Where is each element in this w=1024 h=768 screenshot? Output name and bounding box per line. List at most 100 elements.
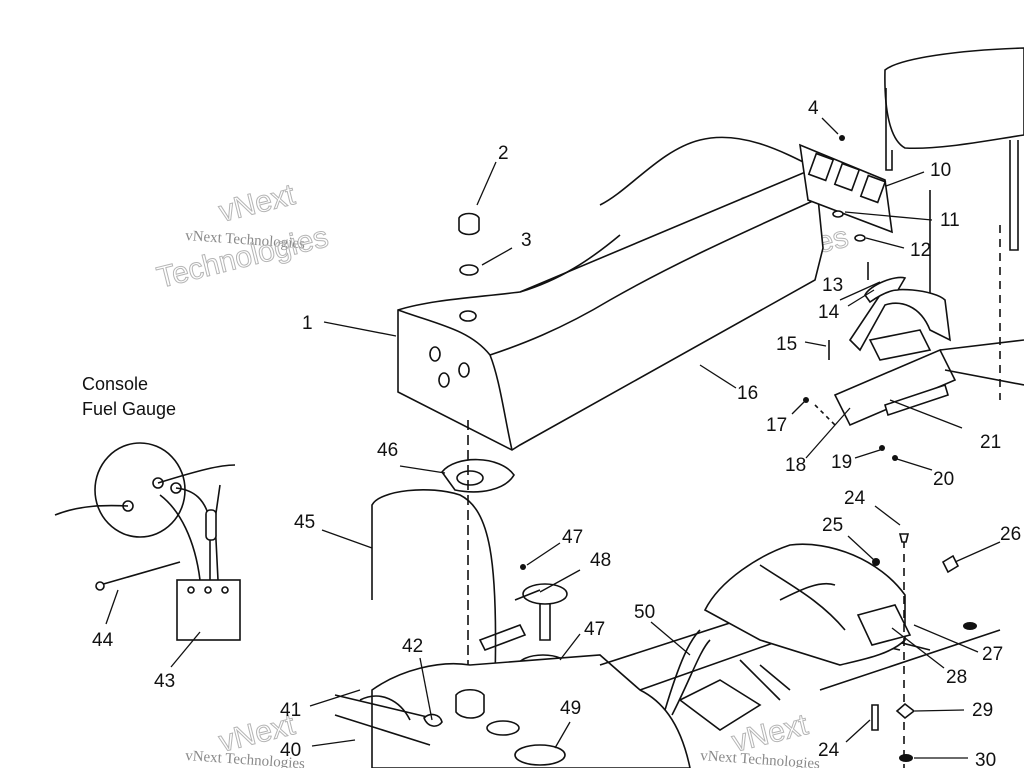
callout-24: 24 xyxy=(818,740,840,761)
frame-plate xyxy=(678,679,762,731)
wire-tie-end xyxy=(95,581,105,591)
callout-11: 11 xyxy=(940,210,960,231)
callout-21: 21 xyxy=(980,432,1001,453)
backrest xyxy=(884,47,1024,400)
callout-44: 44 xyxy=(92,630,114,651)
hidden-line xyxy=(814,404,836,426)
caption-line-2: Fuel Gauge xyxy=(82,399,176,419)
seat-top-ridge xyxy=(489,199,816,356)
seat-front-edge xyxy=(397,309,513,451)
seat-contour-2 xyxy=(519,234,621,293)
callout-43: 43 xyxy=(154,671,175,692)
connector xyxy=(205,509,217,541)
gauge-caption: Console Fuel Gauge xyxy=(82,374,176,419)
callout-46: 46 xyxy=(377,440,398,461)
cap-gasket xyxy=(459,264,479,276)
handle-cap xyxy=(864,276,907,304)
callout-17: 17 xyxy=(766,415,787,436)
plate-slot xyxy=(807,152,835,182)
rod xyxy=(759,664,791,691)
callout-48: 48 xyxy=(590,550,611,571)
callout-47: 47 xyxy=(584,619,605,640)
fuel-cap xyxy=(458,212,480,236)
nut xyxy=(892,455,898,461)
fuel-cap-parts xyxy=(458,212,480,276)
callout-42: 42 xyxy=(402,636,423,657)
handle-line xyxy=(939,339,1024,351)
seat-assembly xyxy=(397,136,824,451)
callout-15: 15 xyxy=(776,334,797,355)
sender-plate xyxy=(522,583,568,605)
callout-10: 10 xyxy=(930,160,951,181)
washer xyxy=(854,234,866,242)
nut xyxy=(803,397,809,403)
grab-handle xyxy=(833,276,1024,427)
seat-hole xyxy=(438,372,450,388)
nut xyxy=(879,445,885,451)
handle-base xyxy=(833,348,957,427)
pin xyxy=(204,586,212,594)
seat-contour xyxy=(599,136,816,206)
handle-loop xyxy=(848,288,951,352)
handle-strip xyxy=(884,383,949,417)
console-hood xyxy=(703,533,977,768)
mount-plate xyxy=(799,143,893,234)
callout-4: 4 xyxy=(808,98,819,119)
callout-49: 49 xyxy=(560,698,581,719)
callout-12: 12 xyxy=(910,240,931,261)
tank-strap xyxy=(334,714,431,746)
hood-contour xyxy=(759,564,846,631)
hood-body xyxy=(703,543,906,666)
cable xyxy=(664,629,701,711)
callout-18: 18 xyxy=(785,455,806,476)
handle-line xyxy=(944,369,1024,386)
tank-neck xyxy=(455,688,485,719)
screw xyxy=(839,135,845,141)
callout-19: 19 xyxy=(831,452,852,473)
callout-40: 40 xyxy=(280,740,301,761)
cable xyxy=(671,639,711,716)
leader-lines xyxy=(105,117,1001,759)
gauge-wire xyxy=(157,464,236,484)
hood-contour xyxy=(779,582,836,601)
rivet xyxy=(899,754,913,762)
watermark-brand: vNext xyxy=(216,178,299,229)
clip xyxy=(941,554,960,574)
bolt xyxy=(898,533,910,543)
sender-float xyxy=(478,623,527,652)
bushing xyxy=(832,210,844,218)
callout-3: 3 xyxy=(521,230,532,251)
caption-line-1: Console xyxy=(82,374,148,394)
gauge-wire xyxy=(159,494,201,581)
callout-30: 30 xyxy=(975,750,996,768)
fuel-gauge xyxy=(54,442,241,641)
pin xyxy=(187,586,195,594)
bolt xyxy=(871,704,879,731)
callout-25: 25 xyxy=(822,515,843,536)
screw xyxy=(520,564,526,570)
handle-inner xyxy=(868,329,932,361)
callout-13: 13 xyxy=(822,275,843,296)
callout-41: 41 xyxy=(280,700,301,721)
backrest-bracket xyxy=(885,88,893,171)
plate-slot xyxy=(833,162,861,192)
callout-29: 29 xyxy=(972,700,993,721)
callout-24: 24 xyxy=(844,488,866,509)
nut-plate xyxy=(895,702,916,720)
grommet xyxy=(963,622,977,630)
callout-2: 2 xyxy=(498,143,509,164)
tank-strap xyxy=(334,694,441,721)
sender-wire xyxy=(514,589,541,601)
callout-26: 26 xyxy=(1000,524,1021,545)
rod xyxy=(739,659,781,701)
pin xyxy=(221,586,229,594)
callout-14: 14 xyxy=(818,302,840,323)
callout-45: 45 xyxy=(294,512,315,533)
tank-port xyxy=(514,744,566,766)
tank-fitting xyxy=(359,695,411,721)
callout-numbers: 2 3 1 4 10 11 12 13 14 15 16 17 18 19 20… xyxy=(92,98,1021,768)
hood-latch xyxy=(856,604,912,646)
watermark-top-left: vNext vNext Technologies Technologies xyxy=(153,178,332,296)
callout-47: 47 xyxy=(562,527,583,548)
